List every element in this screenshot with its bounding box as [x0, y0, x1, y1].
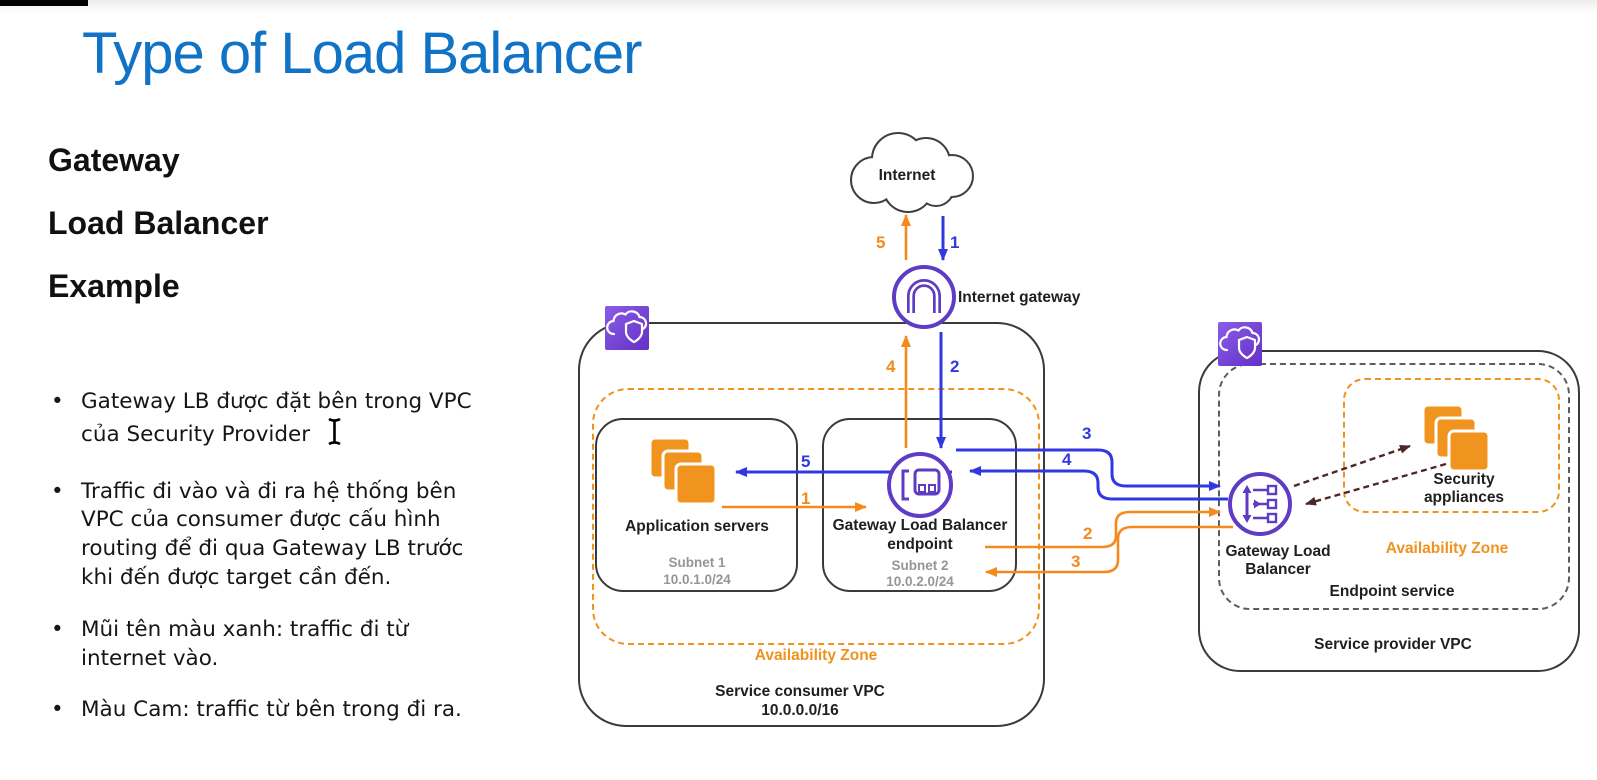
consumer-vpc-cidr: 10.0.0.0/16: [761, 702, 839, 719]
step-blue-1: 1: [950, 233, 960, 252]
gwlb-label-2: Balancer: [1245, 561, 1311, 578]
slide-subtitle: Gateway Load Balancer Example: [48, 142, 269, 331]
consumer-vpc-label: Service consumer VPC: [715, 683, 885, 700]
internet-gateway-label: Internet gateway: [958, 289, 1081, 306]
text-cursor-icon: [326, 417, 343, 455]
bullet-item: Traffic đi vào và đi ra hệ thống bên VPC…: [48, 478, 500, 593]
step-orange-1: 1: [801, 489, 811, 508]
consumer-az-label: Availability Zone: [754, 647, 878, 664]
bullet-list: Gateway LB được đặt bên trong VPC của Se…: [48, 388, 500, 748]
top-fade: [0, 0, 1597, 13]
subnet1-label: Subnet 1: [668, 555, 726, 570]
subnet1-cidr: 10.0.1.0/24: [663, 572, 731, 587]
subnet2-cidr: 10.0.2.0/24: [886, 574, 954, 589]
subnet2-box: [822, 418, 1017, 592]
gwlb-endpoint-label-1: Gateway Load Balancer: [832, 517, 1008, 534]
bullet-item: Màu Cam: traffic từ bên trong đi ra.: [48, 696, 500, 725]
provider-vpc-label: Service provider VPC: [1314, 636, 1472, 653]
step-orange-3: 3: [1071, 552, 1081, 571]
step-blue-3: 3: [1082, 424, 1092, 443]
gwlb-label-1: Gateway Load: [1225, 543, 1331, 560]
subtitle-line-2: Load Balancer: [48, 205, 269, 241]
internet-label: Internet: [878, 167, 936, 184]
application-servers-label: Application servers: [625, 518, 769, 535]
endpoint-service-label: Endpoint service: [1329, 583, 1455, 600]
internet-gateway-icon: [892, 265, 956, 329]
page-title: Type of Load Balancer: [82, 21, 642, 86]
security-appliances-label-2: appliances: [1423, 489, 1505, 506]
security-appliances-label-1: Security: [1433, 471, 1495, 488]
subnet2-label: Subnet 2: [891, 558, 949, 573]
step-blue-5: 5: [801, 452, 811, 471]
provider-az-label: Availability Zone: [1385, 540, 1509, 557]
bullet-item: Mũi tên màu xanh: traffic đi từ internet…: [48, 616, 500, 674]
step-blue-4: 4: [1062, 450, 1072, 469]
top-left-artifact: [0, 0, 88, 6]
bullet-item: Gateway LB được đặt bên trong VPC của Se…: [48, 388, 500, 455]
subtitle-line-3: Example: [48, 268, 180, 304]
gwlb-endpoint-label-2: endpoint: [887, 536, 953, 553]
step-orange-4: 4: [886, 357, 896, 376]
step-orange-2: 2: [1083, 524, 1093, 543]
subnet1-box: [595, 418, 798, 592]
subtitle-line-1: Gateway: [48, 142, 180, 178]
step-blue-2: 2: [950, 357, 960, 376]
step-orange-5: 5: [876, 233, 886, 252]
